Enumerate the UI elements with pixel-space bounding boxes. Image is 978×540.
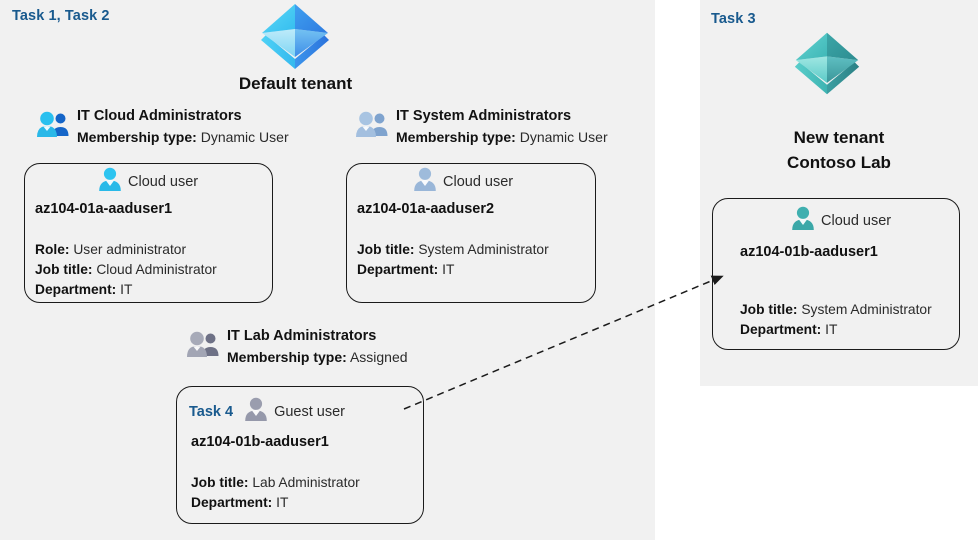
new-tenant-title-line2: Contoso Lab [787, 153, 891, 172]
card-attr-job-title: Job title: Cloud Administrator [35, 260, 217, 280]
card-username: az104-01b-aaduser1 [191, 434, 329, 450]
card-attr-department: Department: IT [191, 493, 360, 513]
card-attributes: Job title: System Administrator Departme… [740, 300, 932, 340]
group-membership-value: Assigned [349, 349, 408, 366]
card-attr-value: System Administrator [801, 302, 932, 317]
card-attr-value: IT [120, 282, 133, 297]
group-membership-value: Dynamic User [200, 129, 289, 146]
group-users-icon [186, 331, 220, 364]
card-attr-department: Department: IT [740, 320, 932, 340]
card-attr-key: Department: [191, 495, 273, 510]
card-attributes: Role: User administrator Job title: Clou… [35, 240, 217, 300]
card-attr-value: System Administrator [418, 242, 549, 257]
group-membership-key: Membership type: [396, 129, 516, 146]
card-attr-value: Lab Administrator [252, 475, 360, 490]
task-label-left: Task 1, Task 2 [12, 8, 110, 24]
card-username: az104-01b-aaduser1 [740, 244, 878, 260]
card-attr-department: Department: IT [35, 280, 217, 300]
task-label-inline: Task 4 [189, 403, 234, 420]
card-head-cloud-user-1: Cloud user [97, 166, 198, 197]
card-attr-key: Role: [35, 242, 70, 257]
card-username: az104-01a-aaduser2 [357, 201, 495, 217]
group-name: IT Cloud Administrators [77, 108, 242, 124]
card-attr-key: Job title: [357, 242, 415, 257]
azure-ad-tenant-icon-new [792, 30, 862, 101]
default-tenant-panel [0, 0, 655, 540]
card-attr-key: Job title: [191, 475, 249, 490]
card-attr-value: Cloud Administrator [96, 262, 217, 277]
user-card-contoso-az104-01b-aaduser1[interactable] [712, 198, 960, 350]
group-membership: Membership type: Assigned [227, 347, 408, 368]
group-it-lab-administrators: IT Lab Administrators Membership type: A… [186, 326, 408, 368]
new-tenant-title-line1: New tenant [793, 128, 885, 147]
card-attr-key: Department: [357, 262, 439, 277]
group-name: IT Lab Administrators [227, 328, 377, 344]
cloud-user-icon [412, 166, 438, 197]
card-attr-key: Department: [740, 322, 822, 337]
card-attr-department: Department: IT [357, 260, 549, 280]
group-users-icon [36, 111, 70, 144]
card-head-guest-user: Task 4 Guest user [189, 396, 345, 427]
default-tenant-title: Default tenant [238, 74, 353, 93]
cloud-user-icon [790, 205, 816, 236]
card-head-label: Cloud user [443, 173, 514, 190]
card-attributes: Job title: System Administrator Departme… [357, 240, 549, 280]
card-username: az104-01a-aaduser1 [35, 201, 173, 217]
user-card-guest-az104-01b-aaduser1[interactable] [176, 386, 424, 524]
azure-ad-tenant-icon-default [258, 2, 332, 75]
card-attr-value: User administrator [73, 242, 187, 257]
group-membership-value: Dynamic User [519, 129, 608, 146]
card-attr-job-title: Job title: System Administrator [357, 240, 549, 260]
card-head-label: Cloud user [128, 173, 199, 190]
card-attr-key: Job title: [35, 262, 93, 277]
group-membership-key: Membership type: [77, 129, 197, 146]
card-attr-value: IT [442, 262, 455, 277]
group-membership: Membership type: Dynamic User [77, 127, 289, 148]
card-attr-role: Role: User administrator [35, 240, 217, 260]
guest-user-icon [243, 396, 269, 427]
group-users-icon [355, 111, 389, 144]
card-attr-value: IT [825, 322, 838, 337]
card-attr-job-title: Job title: System Administrator [740, 300, 932, 320]
card-head-cloud-user-3: Cloud user [790, 205, 891, 236]
card-attr-value: IT [276, 495, 289, 510]
card-attr-key: Job title: [740, 302, 798, 317]
card-attr-key: Department: [35, 282, 117, 297]
task-label-right: Task 3 [711, 11, 756, 27]
group-name: IT System Administrators [396, 108, 572, 124]
card-head-label: Cloud user [821, 212, 892, 229]
group-it-system-administrators: IT System Administrators Membership type… [355, 106, 608, 148]
card-attr-job-title: Job title: Lab Administrator [191, 473, 360, 493]
group-membership-key: Membership type: [227, 349, 347, 366]
cloud-user-icon [97, 166, 123, 197]
card-attributes: Job title: Lab Administrator Department:… [191, 473, 360, 513]
card-head-label: Guest user [274, 403, 345, 420]
group-membership: Membership type: Dynamic User [396, 127, 608, 148]
group-it-cloud-administrators: IT Cloud Administrators Membership type:… [36, 106, 289, 148]
user-card-az104-01a-aaduser1[interactable] [24, 163, 273, 303]
card-head-cloud-user-2: Cloud user [412, 166, 513, 197]
